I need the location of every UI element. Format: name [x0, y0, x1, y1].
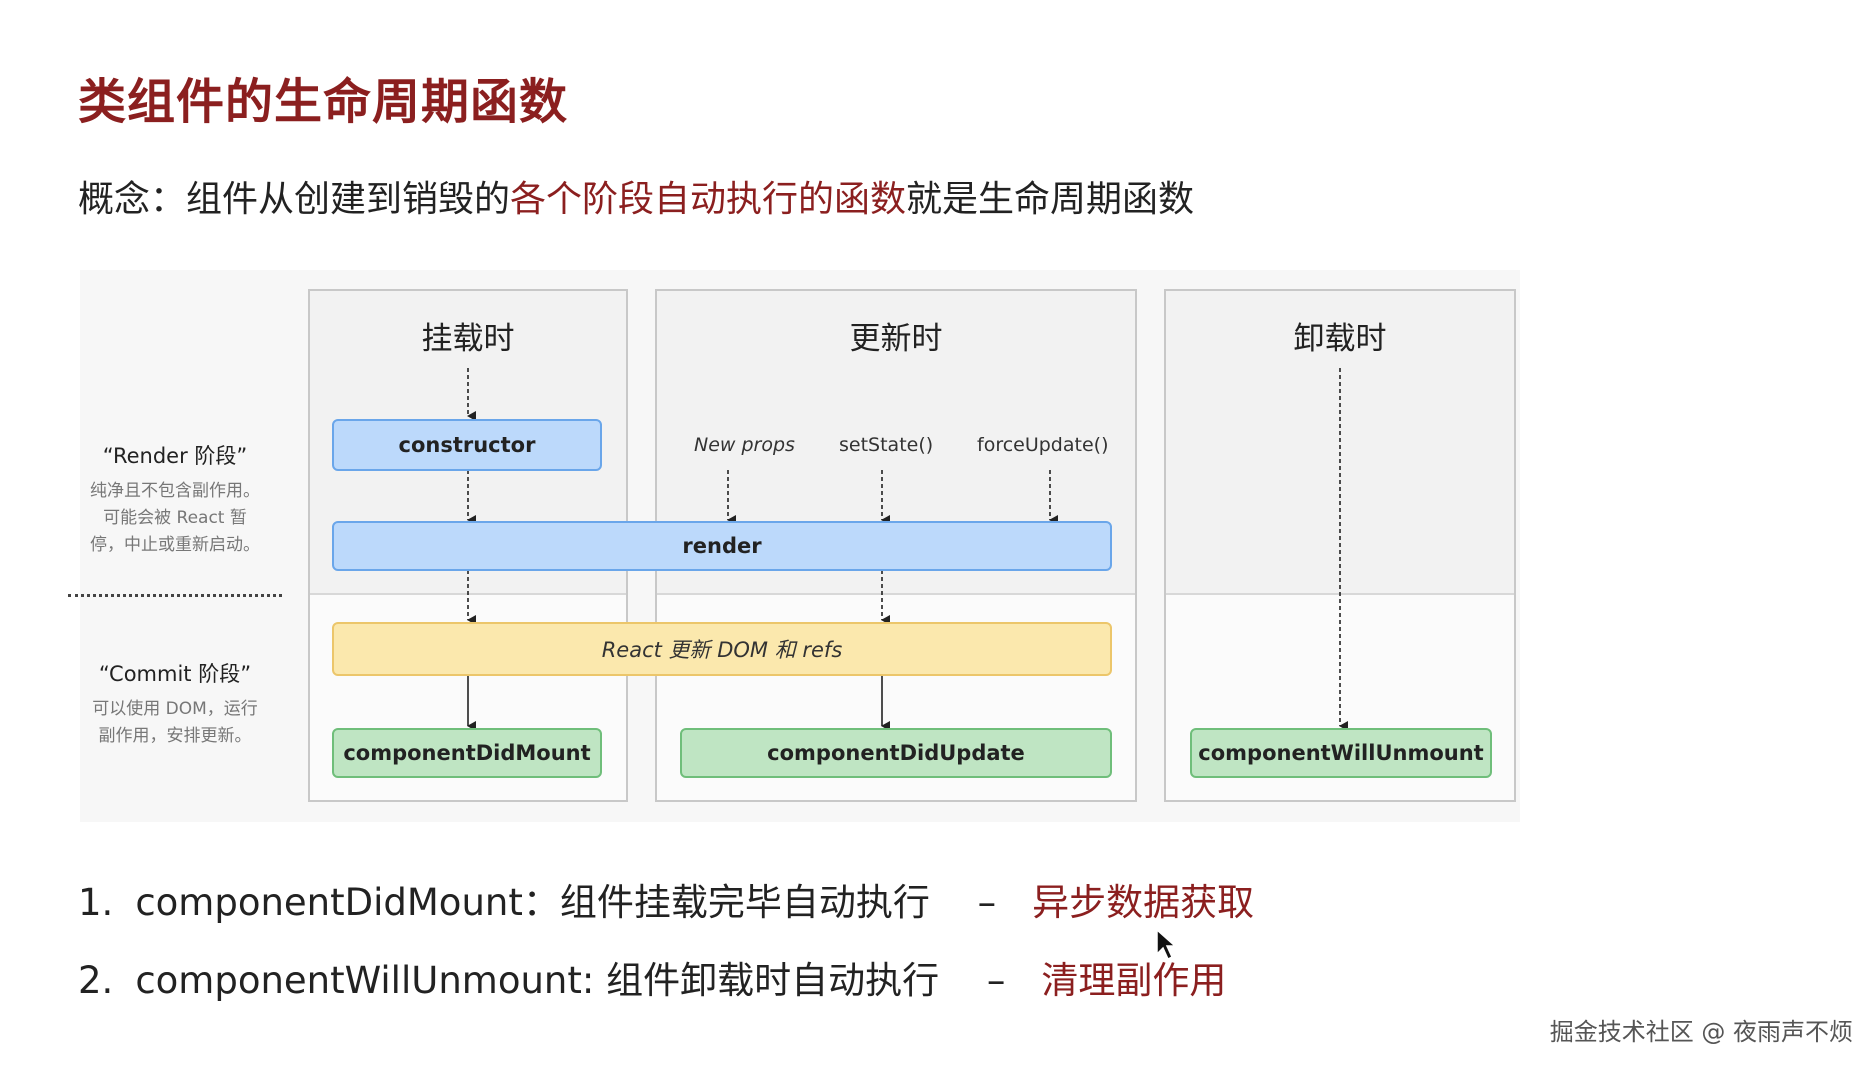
did-update-box: componentDidUpdate — [680, 728, 1112, 778]
phase-divider — [68, 594, 282, 597]
concept-line: 概念：组件从创建到销毁的各个阶段自动执行的函数就是生命周期函数 — [78, 170, 1194, 222]
render-phase-desc-line: 停，中止或重新启动。 — [90, 535, 260, 555]
concept-prefix: 概念：组件从创建到销毁的 — [78, 179, 511, 220]
concept-suffix: 就是生命周期函数 — [906, 179, 1195, 220]
concept-highlight: 各个阶段自动执行的函数 — [510, 179, 907, 220]
commit-phase-desc-line: 副作用，安排更新。 — [98, 726, 252, 746]
render-phase-desc: 纯净且不包含副作用。 可能会被 React 暂 停，中止或重新启动。 — [70, 478, 280, 559]
watermark: 掘金技术社区 @ 夜雨声不烦 — [1549, 1018, 1853, 1046]
update-column-title: 更新时 — [849, 321, 943, 357]
trigger-new-props: New props — [694, 434, 795, 456]
list-highlight: 异步数据获取 — [1032, 881, 1255, 924]
will-unmount-box: componentWillUnmount — [1190, 728, 1492, 778]
constructor-box: constructor — [332, 419, 602, 471]
list-item: 2. componentWillUnmount: 组件卸载时自动执行 –清理副作用 — [78, 950, 1226, 1004]
list-number: 1. — [78, 881, 114, 924]
render-box: render — [332, 521, 1112, 571]
page-title: 类组件的生命周期函数 — [78, 74, 569, 130]
did-mount-box: componentDidMount — [332, 728, 602, 778]
list-text: componentDidMount：组件挂载完毕自动执行 — [135, 881, 930, 924]
render-phase-desc-line: 纯净且不包含副作用。 — [90, 481, 260, 501]
react-update-dom-box: React 更新 DOM 和 refs — [332, 622, 1112, 676]
list-dash: – — [977, 881, 997, 924]
trigger-force-update: forceUpdate() — [977, 434, 1109, 456]
list-number: 2. — [78, 959, 114, 1002]
mouse-cursor-icon — [1156, 928, 1177, 961]
commit-phase-label: “Commit 阶段” 可以使用 DOM，运行 副作用，安排更新。 — [70, 658, 280, 750]
list-highlight: 清理副作用 — [1041, 959, 1227, 1002]
render-phase-desc-line: 可能会被 React 暂 — [103, 508, 247, 528]
commit-phase-desc: 可以使用 DOM，运行 副作用，安排更新。 — [70, 696, 280, 750]
commit-phase-desc-line: 可以使用 DOM，运行 — [92, 699, 258, 719]
unmount-column-title: 卸载时 — [1293, 321, 1387, 357]
list-item: 1. componentDidMount：组件挂载完毕自动执行 –异步数据获取 — [78, 872, 1254, 926]
render-phase-label: “Render 阶段” 纯净且不包含副作用。 可能会被 React 暂 停，中止… — [70, 440, 280, 559]
list-dash: – — [986, 959, 1006, 1002]
commit-phase-title: “Commit 阶段” — [98, 662, 252, 686]
trigger-set-state: setState() — [839, 434, 934, 456]
render-phase-title: “Render 阶段” — [102, 444, 248, 468]
mount-column-title: 挂载时 — [421, 321, 515, 357]
list-text: componentWillUnmount: 组件卸载时自动执行 — [135, 959, 940, 1002]
